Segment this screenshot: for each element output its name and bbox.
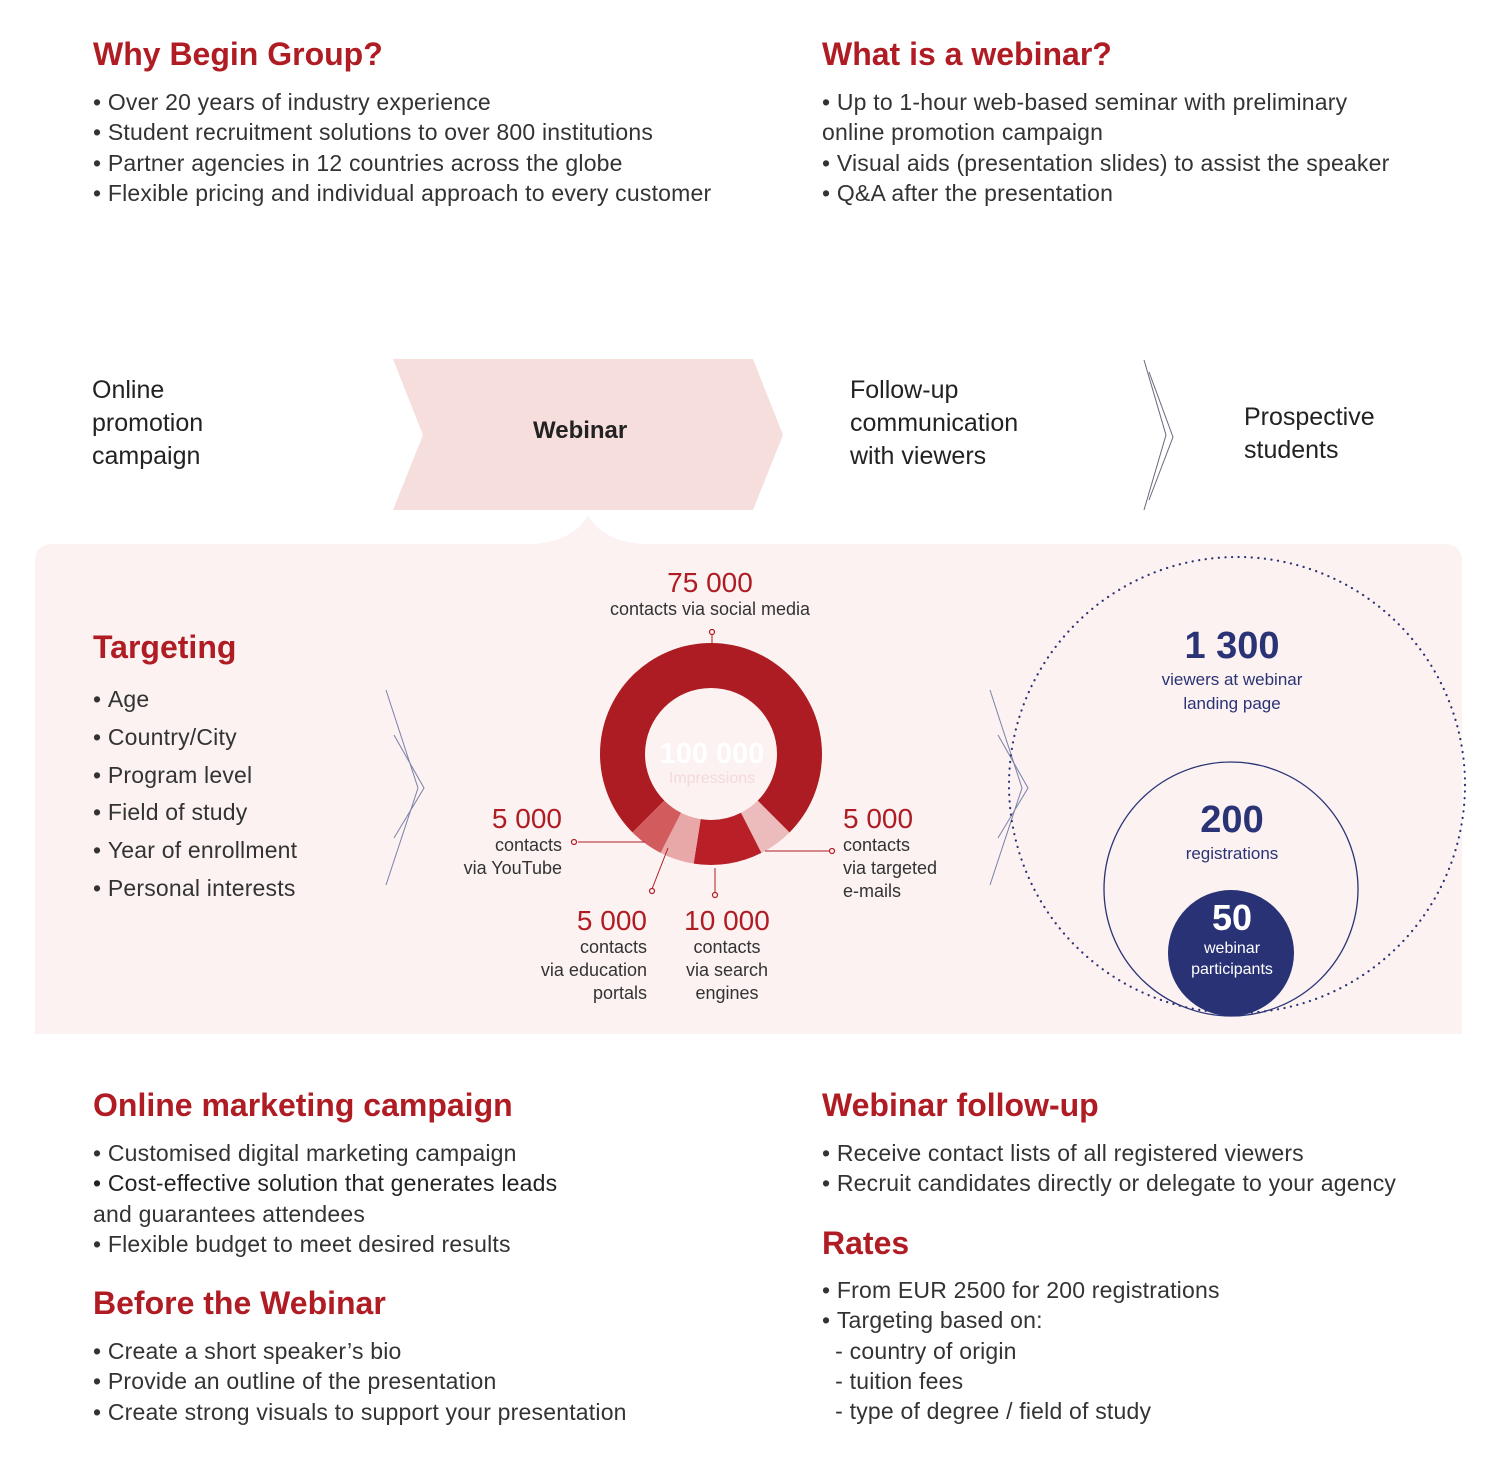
list-item: Recruit candidates directly or delegate …: [822, 1168, 1396, 1198]
leader-lines: [578, 633, 829, 893]
emails-value: 5 000: [843, 803, 914, 834]
list-item: - type of degree / field of study: [822, 1398, 1152, 1425]
registrations-label: 200 registrations: [1132, 798, 1332, 866]
participants-circle: [1168, 890, 1294, 1016]
before-webinar-list: Create a short speaker’s bio Provide an …: [93, 1336, 627, 1427]
participants-value: 50: [1211, 897, 1253, 938]
webinar-chevron: [393, 359, 783, 510]
followup-heading: Webinar follow-up: [822, 1087, 1099, 1123]
list-item: Over 20 years of industry experience: [93, 87, 711, 117]
participants-label: 50 webinar participants: [1162, 898, 1302, 980]
registrations-text: registrations: [1185, 844, 1279, 863]
list-item: online promotion campaign: [822, 119, 1104, 146]
rates-list: From EUR 2500 for 200 registrations Targ…: [822, 1275, 1220, 1426]
followup-list: Receive contact lists of all registered …: [822, 1138, 1396, 1199]
list-item: and guarantees attendees: [93, 1200, 366, 1227]
education-portals-value: 5 000: [576, 905, 647, 936]
impressions-value: 100 000: [659, 738, 765, 770]
why-begin-group-heading: Why Begin Group?: [93, 36, 383, 72]
education-portals-text: contacts via education portals: [540, 937, 647, 1003]
emails-text: contacts via targeted e-mails: [843, 835, 938, 901]
flow-step-online-promotion: Online promotion campaign: [92, 376, 204, 470]
list-item: Cost-effective solution that generates l…: [93, 1168, 557, 1198]
list-item: Partner agencies in 12 countries across …: [93, 148, 711, 178]
list-item: Program level: [93, 757, 297, 795]
list-item: Up to 1-hour web-based seminar with prel…: [822, 87, 1389, 117]
list-item: Personal interests: [93, 870, 297, 908]
youtube-text: contacts via YouTube: [463, 835, 562, 878]
list-item: Student recruitment solutions to over 80…: [93, 117, 711, 147]
list-item: Flexible pricing and individual approach…: [93, 178, 711, 208]
list-item: Customised digital marketing campaign: [93, 1138, 557, 1168]
donut-center-label: 100 000 Impressions: [612, 738, 812, 788]
list-item: Provide an outline of the presentation: [93, 1366, 627, 1396]
list-item: Year of enrollment: [93, 832, 297, 870]
list-item: Field of study: [93, 794, 297, 832]
registrations-value: 200: [1200, 799, 1264, 841]
what-is-webinar-list: Up to 1-hour web-based seminar with prel…: [822, 87, 1389, 208]
list-item: Visual aids (presentation slides) to ass…: [822, 148, 1389, 178]
flow-step-prospective-students: Prospective students: [1244, 403, 1375, 464]
list-item: Q&A after the presentation: [822, 178, 1389, 208]
impressions-donut-chart: [600, 642, 823, 865]
rates-heading: Rates: [822, 1225, 910, 1261]
education-portals-label: 5 000 contacts via education portals: [507, 906, 647, 1005]
flow-step-webinar: Webinar: [533, 417, 628, 444]
list-item: From EUR 2500 for 200 registrations: [822, 1275, 1220, 1305]
list-item: Age: [93, 681, 297, 719]
targeting-heading: Targeting: [93, 629, 237, 665]
flow-step-follow-up: Follow-up communication with viewers: [850, 376, 1019, 470]
list-item: - tuition fees: [822, 1367, 964, 1394]
what-is-webinar-heading: What is a webinar?: [822, 36, 1112, 72]
viewers-value: 1 300: [1184, 625, 1280, 667]
viewers-label: 1 300 viewers at webinar landing page: [1132, 624, 1332, 716]
list-item: Create strong visuals to support your pr…: [93, 1397, 627, 1427]
donut-segment-targeted-emails: [740, 800, 790, 853]
leader-dots: [570, 628, 836, 899]
viewers-dotted-circle: [1007, 555, 1467, 1015]
double-chevron-icon: [989, 689, 1029, 886]
list-item: Create a short speaker’s bio: [93, 1336, 627, 1366]
participants-text: webinar participants: [1191, 940, 1273, 978]
marketing-heading: Online marketing campaign: [93, 1087, 513, 1123]
donut-segment-education-portals: [660, 812, 701, 864]
social-media-label: 75 000 contacts via social media: [560, 568, 860, 621]
list-item: Targeting based on:: [822, 1305, 1220, 1335]
double-chevron-icon: [1143, 359, 1174, 511]
targeting-list: Age Country/City Program level Field of …: [93, 681, 297, 908]
impressions-label: Impressions: [668, 770, 756, 787]
search-engines-value: 10 000: [684, 905, 770, 936]
social-media-value: 75 000: [667, 567, 753, 598]
donut-segment-search-engines: [693, 812, 762, 865]
before-webinar-heading: Before the Webinar: [93, 1285, 386, 1321]
emails-label: 5 000 contacts via targeted e-mails: [843, 804, 993, 903]
search-engines-label: 10 000 contacts via search engines: [662, 906, 792, 1005]
list-item: Country/City: [93, 719, 297, 757]
marketing-list: Customised digital marketing campaign Co…: [93, 1138, 557, 1259]
viewers-text: viewers at webinar landing page: [1161, 670, 1303, 713]
why-begin-group-list: Over 20 years of industry experience Stu…: [93, 87, 711, 208]
list-item: Flexible budget to meet desired results: [93, 1229, 557, 1259]
social-media-text: contacts via social media: [609, 599, 811, 619]
donut-segment-youtube: [632, 800, 682, 853]
double-chevron-icon: [385, 689, 425, 886]
list-item: - country of origin: [822, 1337, 1017, 1364]
donut-segment-social-media: [600, 642, 823, 833]
search-engines-text: contacts via search engines: [685, 937, 769, 1003]
list-item: Receive contact lists of all registered …: [822, 1138, 1396, 1168]
youtube-label: 5 000 contacts via YouTube: [432, 804, 562, 880]
youtube-value: 5 000: [491, 803, 562, 834]
